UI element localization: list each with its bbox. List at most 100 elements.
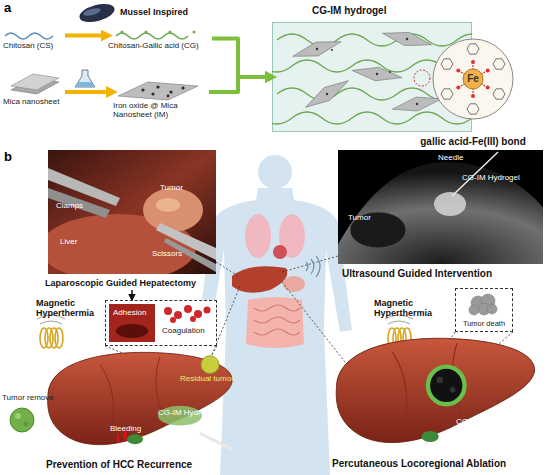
flow-arrow	[212, 38, 272, 77]
effect-box	[174, 311, 182, 319]
mussel-icon	[78, 1, 117, 26]
flow-arrow	[131, 290, 133, 300]
organs	[283, 276, 305, 292]
liver-illustration: CG-IM HydrogelPercutaneous Locoregional …	[328, 330, 543, 470]
hydrogel-box	[272, 112, 472, 124]
liver-illustration	[48, 352, 233, 444]
molecule-node: Chitosan (CS)	[3, 30, 65, 58]
effect-box	[469, 294, 497, 315]
material-node	[141, 85, 184, 97]
hydrogel-box	[376, 73, 378, 75]
effect-box	[164, 305, 211, 323]
molecule-node: Chitosan-Gallic acid (CG)	[108, 30, 212, 58]
annotation: Bleeding	[110, 425, 141, 434]
image-label: Adhesion	[113, 309, 146, 318]
effect-box	[204, 307, 211, 314]
liver-illustration	[100, 357, 165, 434]
body-silhouette	[198, 188, 352, 475]
photo-label: Clamps	[56, 202, 83, 211]
zoom-circle	[467, 104, 479, 114]
hydrogel-box	[389, 71, 391, 73]
liver-illustration	[450, 387, 455, 393]
molecule-node	[116, 33, 188, 39]
hydrogel-box	[416, 103, 418, 105]
method-label: Magnetic Hyperthermia	[374, 298, 438, 318]
molecule-node	[3, 30, 65, 42]
leader-dots	[282, 256, 338, 272]
hydrogel-box	[414, 70, 430, 86]
molecule-node	[121, 31, 196, 34]
molecule-label: Chitosan-Gallic acid (CG)	[108, 42, 212, 51]
panel-heading: Prevention of HCC Recurrence	[46, 459, 192, 470]
hydrogel-box: CG-IM hydrogelFegallic acid-Fe(III) bond	[272, 22, 472, 132]
molecule-node	[169, 31, 172, 34]
coil-symbol	[37, 315, 65, 348]
effect-box: AdhesionCoagulation	[105, 300, 217, 346]
photo-label: Tumor	[160, 184, 183, 193]
panel-heading: Ultrasound Guided Intervention	[342, 268, 492, 279]
removed-tumor	[10, 408, 34, 432]
zoom-circle	[467, 44, 479, 54]
annotation: Tumor remove	[2, 394, 54, 403]
hydrogel-box	[316, 38, 418, 105]
surgery-photo	[143, 188, 203, 232]
zoom-circle	[433, 39, 513, 119]
photo-label: Scissors	[152, 250, 182, 259]
effect-box	[109, 304, 155, 342]
effect-box	[184, 305, 192, 313]
body-silhouette	[258, 155, 292, 189]
organs	[254, 305, 300, 335]
molecule-node	[5, 33, 53, 39]
hydrogel-box	[291, 38, 343, 60]
liver-illustration	[422, 431, 439, 442]
material-node	[118, 82, 198, 100]
hydrogel-box	[406, 38, 408, 40]
zoom-circle	[493, 89, 505, 99]
flow-arrow	[65, 34, 108, 38]
mussel-icon	[78, 1, 117, 26]
liver-illustration	[328, 330, 543, 452]
hydrogel-box	[331, 49, 333, 51]
hydrogel-box	[391, 95, 442, 113]
removed-tumor	[10, 408, 34, 432]
material-node	[11, 74, 59, 90]
wave-icon	[306, 262, 308, 271]
hydrogel-box	[316, 48, 318, 50]
image-label: Coagulation	[162, 327, 205, 336]
zoom-circle	[441, 89, 453, 99]
flask-icon	[75, 70, 95, 87]
liver-illustration	[428, 367, 465, 405]
panel-heading: CG-IM hydrogel	[312, 5, 386, 16]
effect-box	[164, 307, 172, 315]
wave-icon	[306, 256, 320, 277]
hydrogel-box	[381, 24, 433, 54]
liver-illustration: Residual tumorCG-IM HydrogelBleedingPrev…	[40, 345, 240, 473]
hydrogel-box	[277, 34, 472, 46]
panel-heading: Laparoscopic Guided Hepatectomy	[45, 278, 196, 288]
zoom-circle	[456, 86, 460, 90]
effect-box	[456, 289, 512, 321]
figure-caption: Mussel Inspired	[120, 7, 188, 17]
ultrasound-image	[434, 192, 466, 216]
zoom-circle	[441, 59, 453, 69]
wave-icon	[311, 259, 314, 274]
image-label: Needle	[438, 154, 463, 163]
surgery-photo	[48, 188, 110, 218]
molecule-node	[193, 31, 196, 34]
material-label: Iron oxide @ Mica Nanosheet (IM)	[113, 102, 209, 120]
organs	[232, 266, 287, 293]
ultrasound-image: Ultrasound Guided InterventionNeedleCG-I…	[338, 150, 543, 280]
effect-box	[116, 324, 148, 338]
removed-tumor	[24, 422, 29, 427]
flask-icon	[75, 70, 95, 87]
flow-arrow	[209, 77, 272, 92]
liver-illustration	[201, 356, 219, 374]
surgery-photo: Laparoscopic Guided Hepatectomy Clamps Tum…	[48, 150, 216, 290]
material-node	[3, 72, 65, 96]
image-label: Tumor death	[456, 320, 512, 328]
coil-symbol	[55, 328, 63, 348]
wave-icon	[316, 256, 320, 277]
organs	[245, 214, 271, 258]
photo-label: Liver	[60, 238, 77, 247]
